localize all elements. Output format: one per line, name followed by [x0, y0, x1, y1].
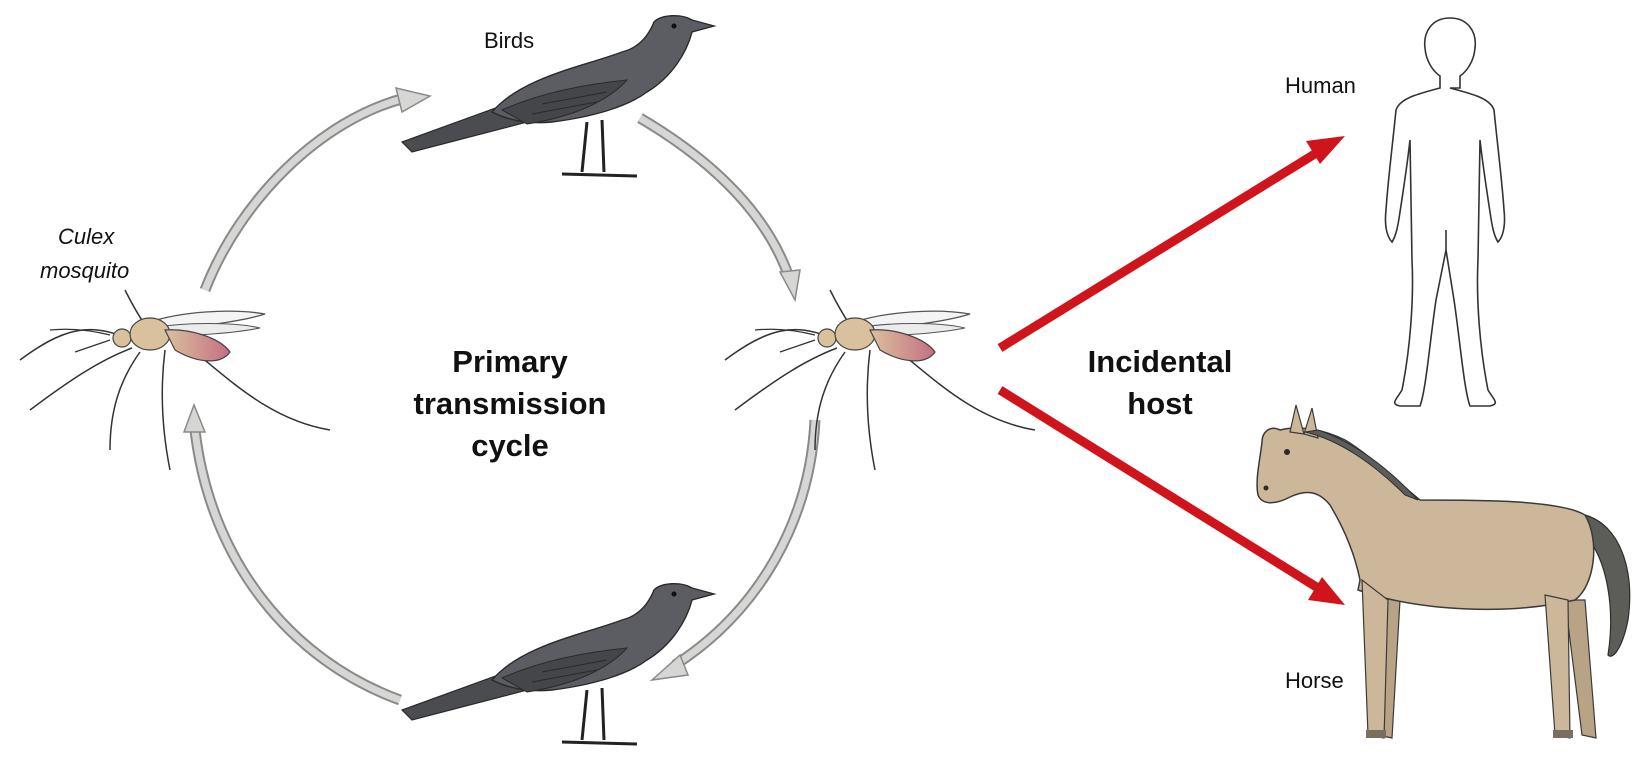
primary-cycle-label-line3: cycle [380, 426, 640, 466]
arrow-birds-bottom-to-mosquito-left [184, 405, 400, 700]
arrow-mosquito-right-to-birds-bottom [652, 420, 815, 680]
culex-label-line1: Culex [58, 222, 114, 252]
arrow-birds-top-to-mosquito-right [640, 118, 800, 300]
arrow-mosquito-to-birds-top [205, 88, 430, 290]
human-icon [1385, 18, 1504, 406]
arrow-to-human [1000, 136, 1345, 348]
bird-top-icon [402, 16, 714, 176]
incidental-host-label-line2: host [1040, 384, 1280, 424]
mosquito-right-icon [725, 290, 1035, 470]
primary-cycle-label-line1: Primary [380, 342, 640, 382]
mosquito-left-icon [20, 290, 330, 470]
human-label: Human [1285, 73, 1356, 99]
horse-label: Horse [1285, 668, 1344, 694]
birds-label: Birds [484, 28, 534, 54]
bird-bottom-icon [402, 584, 714, 744]
culex-label-line2: mosquito [40, 256, 129, 286]
primary-cycle-label-line2: transmission [380, 384, 640, 424]
incidental-host-label-line1: Incidental [1040, 342, 1280, 382]
